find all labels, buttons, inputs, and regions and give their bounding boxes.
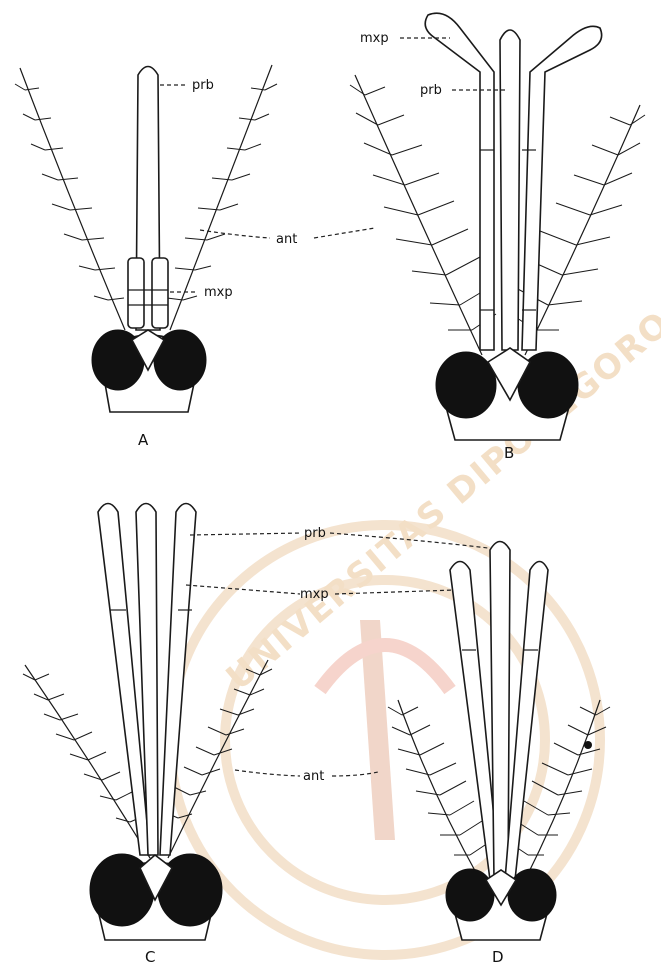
label-mxp-a: mxp [204, 285, 233, 300]
panel-a: prb mxp A [15, 65, 277, 449]
antenna-left-a [15, 68, 125, 330]
eye-left-d [446, 869, 494, 921]
palp-right-a [152, 258, 168, 328]
eye-left-b [436, 352, 496, 418]
label-ant-ab: ant [276, 232, 297, 247]
panel-label-d: D [492, 948, 504, 966]
label-ant-cd: ant [303, 769, 324, 784]
proboscis-d [490, 542, 510, 881]
label-mxp-b: mxp [360, 31, 389, 46]
panel-label-b: B [504, 444, 514, 462]
panel-label-a: A [138, 431, 149, 449]
watermark-text: UNIVERSITAS DIPONEGORO [219, 303, 661, 698]
palp-left-b [425, 13, 494, 350]
panel-label-c: C [145, 948, 155, 966]
panel-d: D [388, 542, 610, 966]
palp-left-a [128, 258, 144, 328]
watermark-seal: UNIVERSITAS DIPONEGORO [170, 303, 661, 955]
antenna-left-b [350, 75, 496, 355]
proboscis-b [500, 30, 520, 350]
label-prb-b: prb [420, 83, 442, 98]
label-prb-cd: prb [304, 526, 326, 541]
label-prb-a: prb [192, 78, 214, 93]
eye-right-d [508, 869, 556, 921]
palp-right-b [522, 26, 602, 350]
label-mxp-cd: mxp [300, 587, 329, 602]
